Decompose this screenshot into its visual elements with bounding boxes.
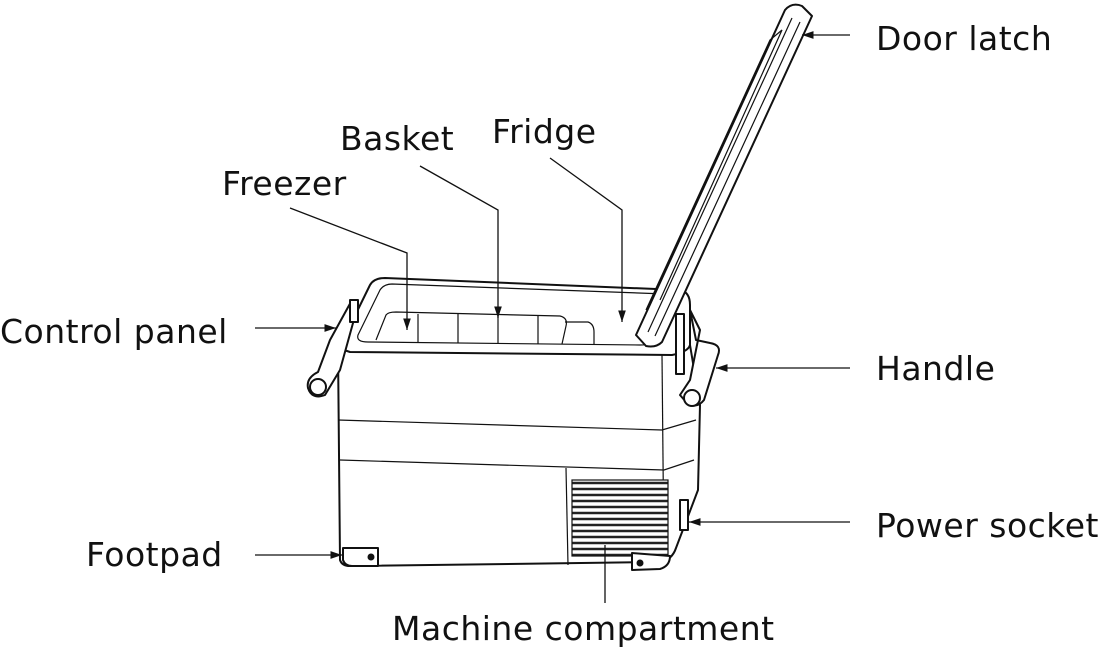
- lid: [635, 3, 813, 348]
- leader-lines: [255, 31, 850, 603]
- left-handle: [306, 299, 359, 398]
- label-handle: Handle: [876, 349, 996, 388]
- label-basket: Basket: [340, 119, 455, 158]
- right-handle: [675, 309, 720, 407]
- label-machine-compartment: Machine compartment: [392, 609, 775, 648]
- label-freezer: Freezer: [222, 164, 347, 203]
- label-control-panel: Control panel: [0, 312, 228, 351]
- vent-grill: [571, 479, 669, 557]
- label-power-socket: Power socket: [876, 506, 1099, 545]
- fridge-body: [336, 277, 701, 571]
- label-door-latch: Door latch: [876, 19, 1053, 58]
- label-footpad: Footpad: [86, 535, 223, 574]
- label-fridge: Fridge: [492, 112, 597, 151]
